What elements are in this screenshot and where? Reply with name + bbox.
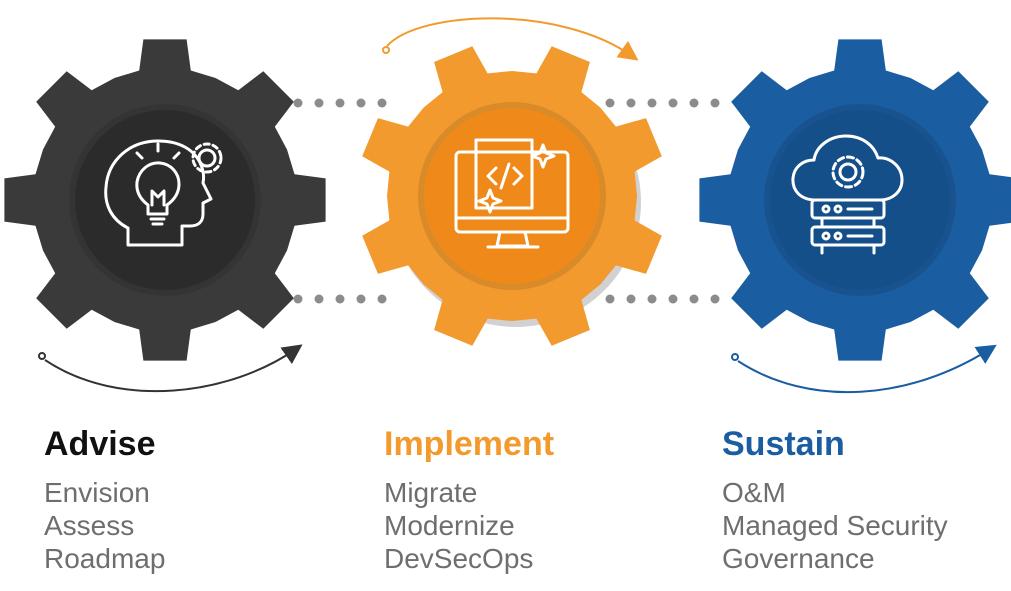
code-monitor-icon [454, 138, 570, 249]
column-implement: Implement Migrate Modernize DevSecOps [384, 420, 684, 575]
connector-dot [605, 294, 615, 304]
connector-dot [356, 294, 366, 304]
connector-dot [335, 98, 345, 108]
column-title-implement: Implement [384, 425, 555, 463]
gear-hub [424, 108, 600, 284]
gears-graphic [4, 17, 1011, 394]
column-item: Modernize [384, 510, 515, 541]
column-title-advise: Advise [44, 425, 156, 463]
cycle-arrow-advise [38, 344, 303, 393]
connector-dot [668, 98, 678, 108]
column-item: Assess [44, 510, 135, 541]
connector-dot [314, 294, 324, 304]
connector-dots-right [605, 98, 720, 304]
column-item: O&M [722, 477, 786, 508]
connector-dot [668, 294, 678, 304]
head-lightbulb-gear-icon [104, 139, 223, 247]
connector-dots-left [293, 98, 387, 304]
column-item: Managed Security [722, 510, 948, 541]
column-sustain: Sustain O&M Managed Security Governance [722, 420, 1011, 575]
connector-dot [710, 98, 720, 108]
connector-dot [377, 98, 387, 108]
connector-dot [314, 98, 324, 108]
connector-dot [626, 98, 636, 108]
column-item: DevSecOps [384, 543, 534, 574]
connector-dot [689, 98, 699, 108]
connector-dot [356, 98, 366, 108]
connector-dot [293, 294, 303, 304]
gear-implement [362, 46, 662, 346]
column-item: Envision [44, 477, 150, 508]
column-item: Migrate [384, 477, 478, 508]
connector-dot [689, 294, 699, 304]
cloud-server-gear-icon [791, 134, 904, 255]
column-item: Governance [722, 543, 875, 574]
column-item: Roadmap [44, 543, 166, 574]
column-title-sustain: Sustain [722, 425, 845, 463]
connector-dot [647, 294, 657, 304]
connector-dot [710, 294, 720, 304]
connector-dot [335, 294, 345, 304]
cycle-arrow-implement [382, 17, 639, 61]
connector-dot [293, 98, 303, 108]
connector-dot [377, 294, 387, 304]
connector-dot [647, 98, 657, 108]
connector-dot [605, 98, 615, 108]
connector-dot [626, 294, 636, 304]
cycle-arrow-sustain [731, 344, 997, 394]
column-advise: Advise Envision Assess Roadmap [44, 420, 344, 575]
